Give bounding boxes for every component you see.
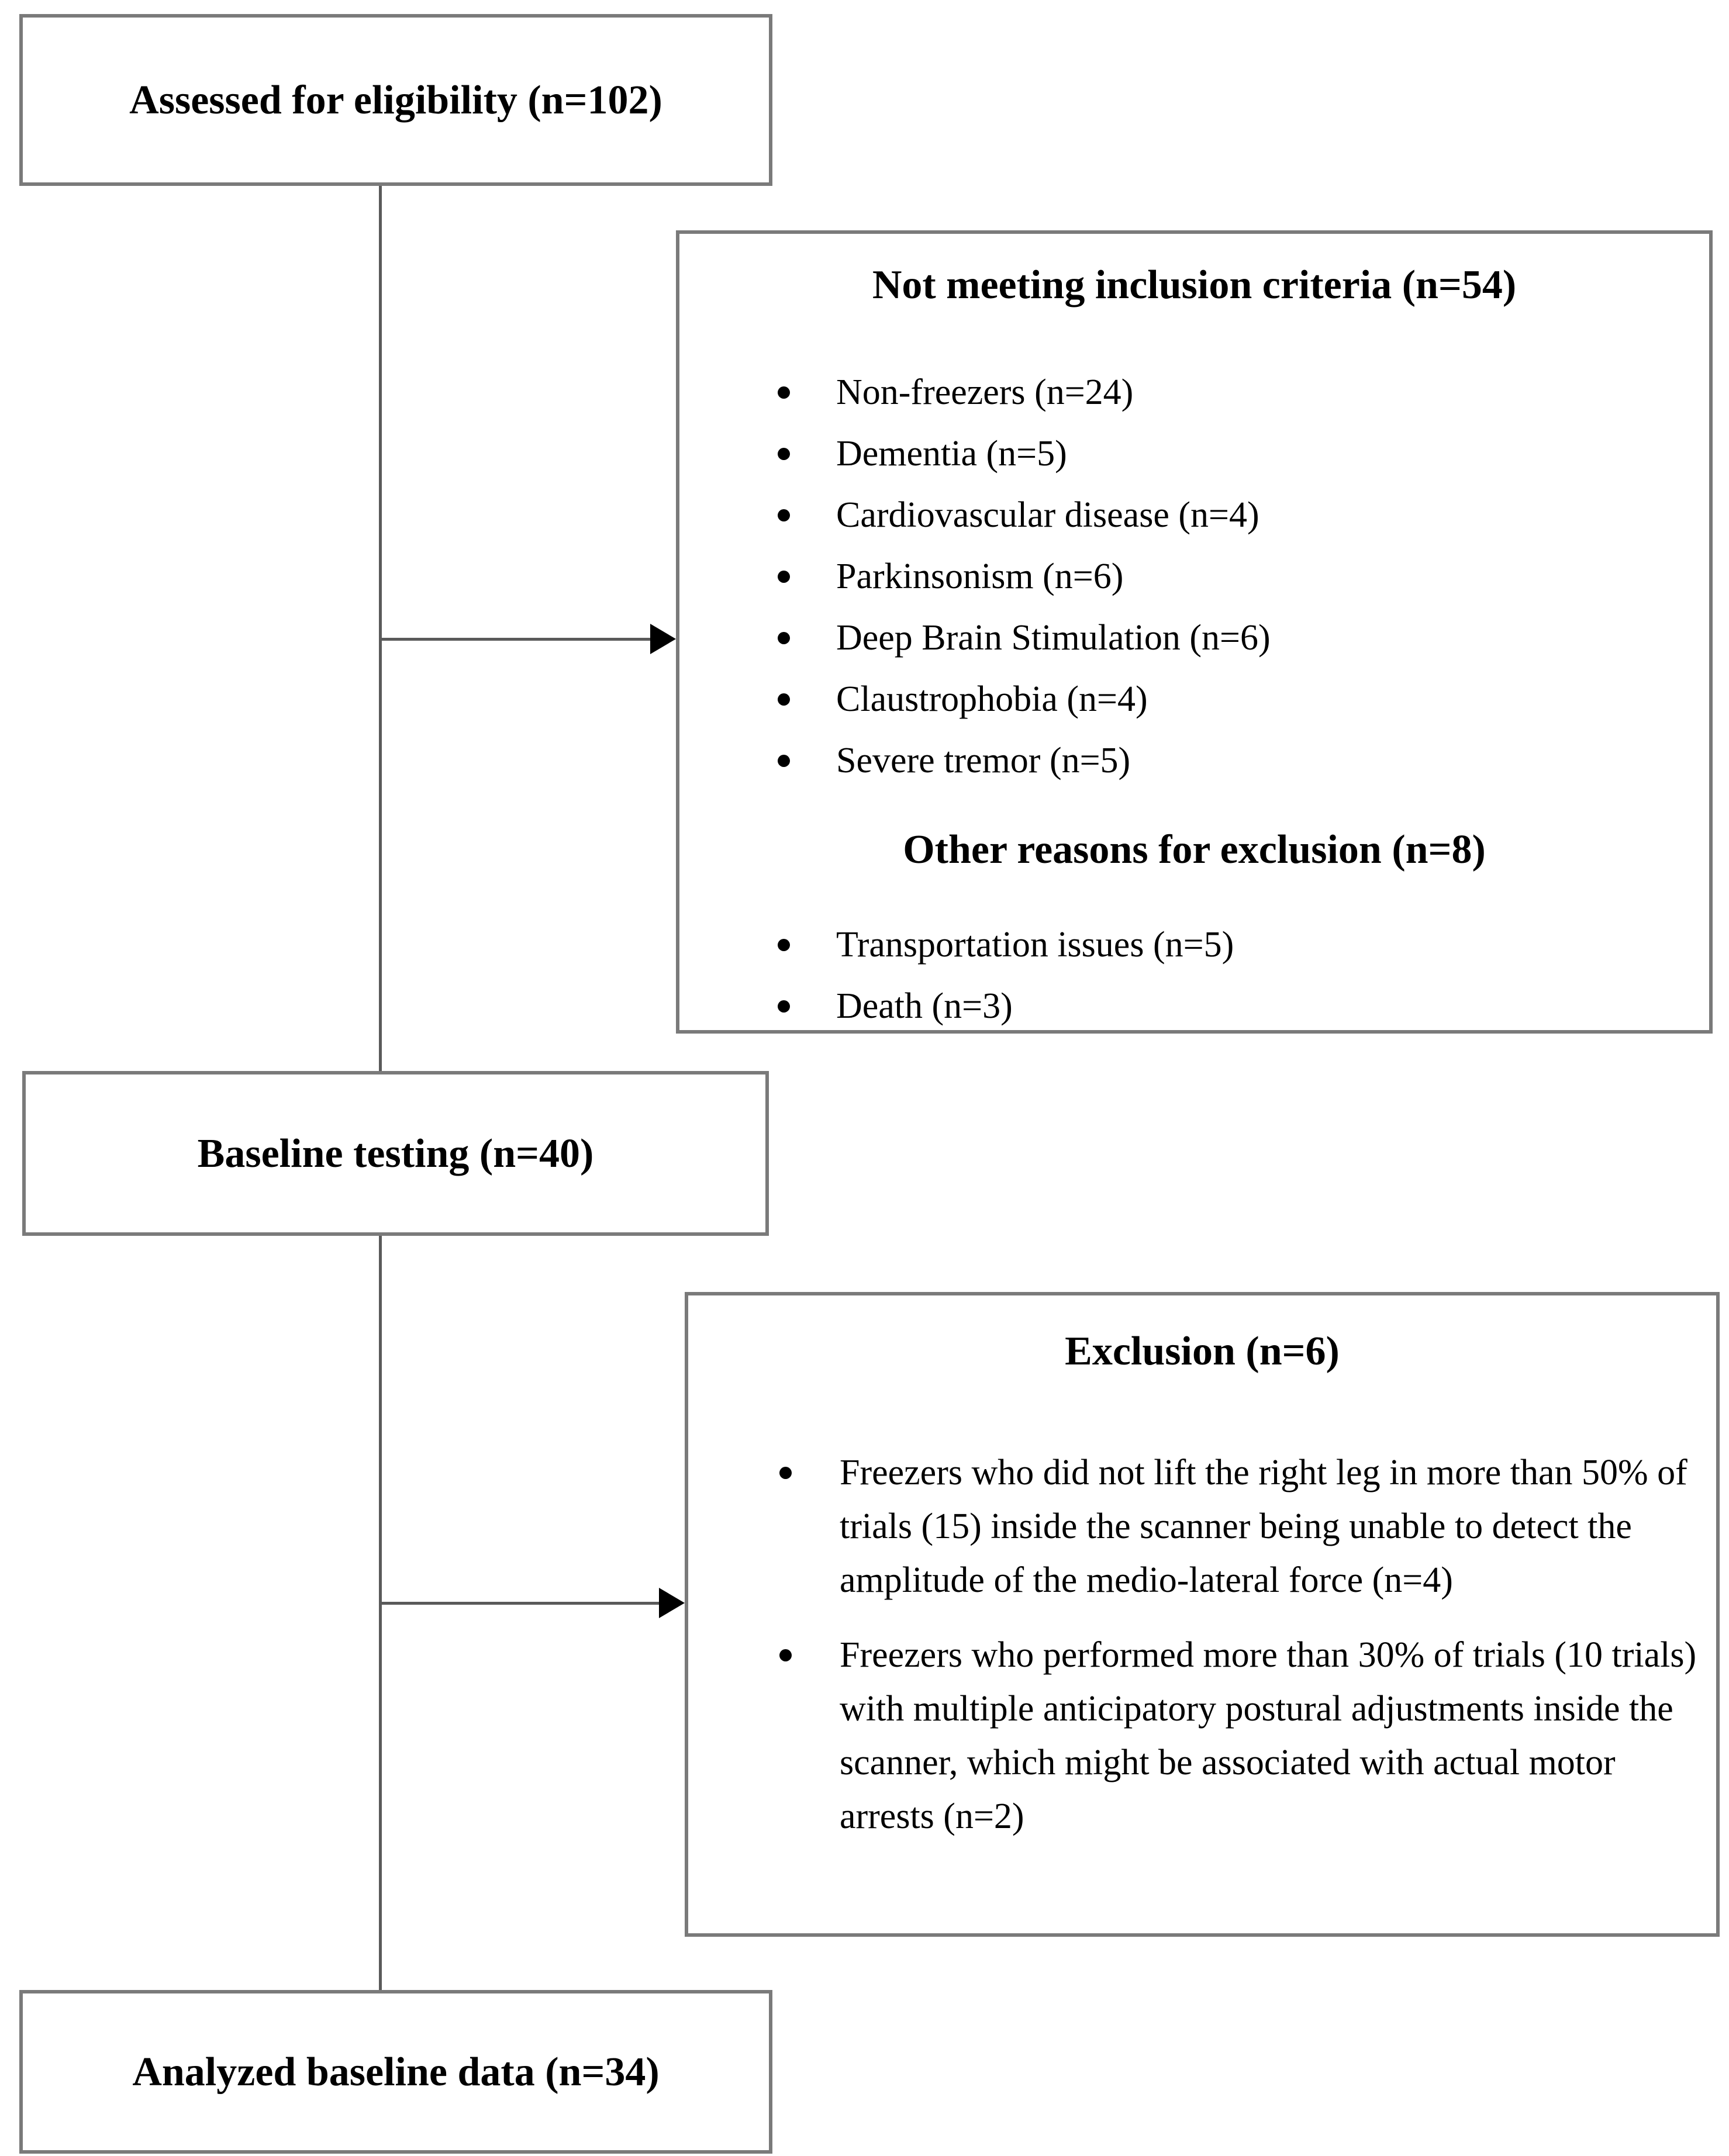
bullet-icon [778, 447, 790, 460]
bullet-icon [778, 1000, 790, 1013]
other-reasons-bullet-list: Transportation issues (n=5) Death (n=3) [777, 914, 1709, 1037]
list-item-label: Death (n=3) [836, 986, 1013, 1026]
list-item: Parkinsonism (n=6) [777, 546, 1709, 607]
not-meeting-title: Not meeting inclusion criteria (n=54) [872, 262, 1517, 307]
other-reasons-title: Other reasons for exclusion (n=8) [903, 827, 1486, 872]
list-item: Death (n=3) [777, 976, 1709, 1037]
connector-assessed-to-baseline [379, 186, 382, 1071]
list-item: Freezers who performed more than 30% of … [778, 1628, 1702, 1843]
bullet-icon [778, 509, 790, 521]
connector-baseline-to-analyzed [379, 1236, 382, 1990]
box-analyzed-baseline-data: Analyzed baseline data (n=34) [19, 1990, 772, 2154]
bullet-icon [778, 570, 790, 583]
list-item: Non-freezers (n=24) [777, 362, 1709, 423]
list-item: Claustrophobia (n=4) [777, 669, 1709, 730]
list-item: Severe tremor (n=5) [777, 730, 1709, 792]
list-item: Freezers who did not lift the right leg … [778, 1446, 1702, 1607]
bullet-icon [778, 754, 790, 767]
box-exclusion: Exclusion (n=6) Freezers who did not lif… [685, 1292, 1720, 1937]
list-item: Transportation issues (n=5) [777, 914, 1709, 976]
bullet-icon [778, 939, 790, 951]
analyzed-label: Analyzed baseline data (n=34) [132, 2049, 660, 2095]
list-item-label: Severe tremor (n=5) [836, 740, 1131, 780]
bullet-icon [778, 386, 790, 399]
list-item-label: Non-freezers (n=24) [836, 372, 1134, 412]
list-item-label: Claustrophobia (n=4) [836, 679, 1148, 719]
list-item-label: Freezers who performed more than 30% of … [840, 1635, 1697, 1836]
box-baseline-testing: Baseline testing (n=40) [22, 1071, 769, 1236]
list-item-label: Deep Brain Stimulation (n=6) [836, 617, 1271, 658]
arrow-right-icon [659, 1588, 685, 1618]
bullet-icon [778, 693, 790, 706]
box-not-meeting-criteria: Not meeting inclusion criteria (n=54) No… [676, 230, 1713, 1034]
list-item-label: Dementia (n=5) [836, 433, 1067, 474]
bullet-icon [778, 631, 790, 644]
arrow-right-icon [650, 624, 676, 654]
assessed-label: Assessed for eligibility (n=102) [129, 77, 662, 123]
bullet-icon [779, 1649, 792, 1661]
arrow-line-to-exclusion [380, 1602, 661, 1605]
arrow-line-to-not-meeting [380, 638, 653, 641]
list-item: Cardiovascular disease (n=4) [777, 485, 1709, 546]
bullet-icon [779, 1466, 792, 1479]
exclusion-title: Exclusion (n=6) [1065, 1329, 1340, 1374]
list-item-label: Transportation issues (n=5) [836, 925, 1234, 965]
list-item: Deep Brain Stimulation (n=6) [777, 607, 1709, 669]
not-meeting-bullet-list: Non-freezers (n=24) Dementia (n=5) Cardi… [777, 362, 1709, 792]
exclusion-bullet-list: Freezers who did not lift the right leg … [778, 1446, 1702, 1843]
list-item: Dementia (n=5) [777, 423, 1709, 485]
box-assessed-for-eligibility: Assessed for eligibility (n=102) [19, 14, 772, 186]
baseline-label: Baseline testing (n=40) [197, 1131, 594, 1176]
list-item-label: Freezers who did not lift the right leg … [840, 1452, 1687, 1600]
list-item-label: Parkinsonism (n=6) [836, 556, 1124, 596]
list-item-label: Cardiovascular disease (n=4) [836, 495, 1259, 535]
